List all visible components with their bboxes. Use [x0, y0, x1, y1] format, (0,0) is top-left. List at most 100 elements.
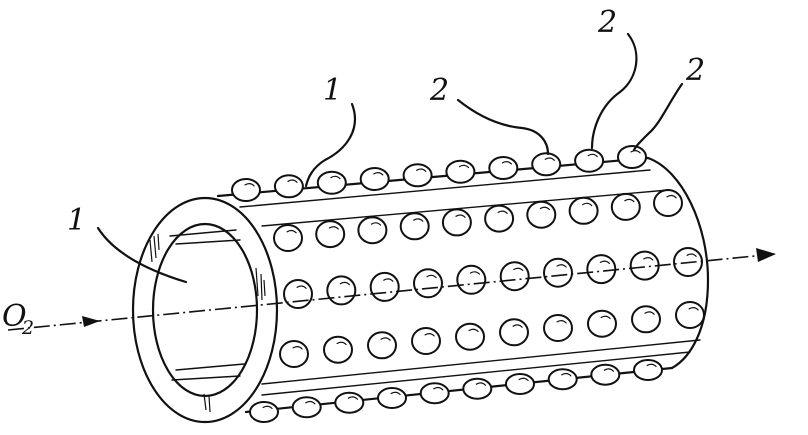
bead: [574, 148, 605, 173]
bead: [456, 264, 487, 295]
bead-highlight: [556, 320, 567, 324]
bead: [631, 305, 661, 334]
ring-hatching: [149, 233, 266, 413]
bead: [462, 377, 493, 400]
label-tube-top: 1: [323, 73, 342, 108]
bead-highlight: [347, 396, 358, 400]
bead: [273, 174, 304, 199]
leader-line-bead-c: [632, 82, 684, 152]
tube-lower-line: [261, 339, 701, 385]
bead: [249, 401, 279, 423]
bead-highlight: [497, 210, 508, 214]
leader-line-bead-a: [456, 98, 550, 156]
bead-highlight: [512, 324, 523, 328]
bead-highlight: [328, 226, 339, 230]
bead: [505, 373, 535, 395]
bead-highlight: [518, 377, 529, 382]
bore-line-bottom-2: [175, 363, 245, 371]
bead-highlight: [630, 150, 641, 154]
bead: [283, 279, 313, 309]
bead: [610, 192, 641, 221]
flow-axis-line: [7, 253, 776, 331]
bead: [326, 275, 357, 306]
label-flow-o: O: [2, 299, 27, 334]
bead: [484, 204, 515, 233]
bead: [586, 254, 617, 285]
bead-highlight: [587, 153, 598, 158]
tube-top-inner-line: [239, 169, 651, 208]
bead: [231, 178, 261, 202]
bore-line-top-2: [175, 239, 241, 245]
bead-highlight: [416, 168, 427, 172]
outflow-arrow-icon: [756, 248, 776, 262]
bead-highlight: [603, 368, 614, 372]
bead: [568, 196, 599, 225]
bead: [499, 261, 530, 292]
bead-highlight: [433, 386, 444, 391]
bead: [653, 189, 683, 217]
bead: [334, 391, 365, 414]
bead-highlight: [666, 194, 677, 199]
bead: [488, 156, 519, 180]
bead-highlight: [413, 218, 424, 222]
bead: [675, 301, 705, 329]
bead-highlight: [458, 164, 470, 169]
bead: [543, 314, 573, 342]
bead-highlight: [561, 372, 572, 377]
bead: [316, 170, 347, 195]
leader-lines: [96, 32, 684, 284]
bead: [291, 396, 322, 419]
bead-highlight: [373, 172, 384, 176]
bead: [369, 271, 400, 302]
bore-line-bottom: [171, 375, 241, 381]
bead: [377, 387, 407, 409]
bead-highlight: [287, 179, 298, 183]
bead: [273, 224, 303, 252]
bead-highlight: [336, 341, 347, 346]
bead-highlight: [296, 285, 307, 289]
bead: [441, 208, 472, 237]
bead-highlight: [286, 229, 297, 234]
ring-inner: [151, 222, 259, 398]
bead: [413, 268, 443, 299]
bead-highlight: [582, 202, 593, 207]
bead: [547, 368, 578, 391]
ring-outer: [131, 196, 279, 424]
bead: [590, 363, 621, 386]
bead: [526, 200, 557, 229]
bead: [323, 335, 353, 364]
label-bead-a: 2: [429, 73, 449, 108]
bead-highlight: [244, 183, 255, 187]
bead-highlight: [644, 311, 655, 315]
bead-highlight: [686, 253, 697, 257]
bead: [279, 340, 309, 368]
bead: [629, 250, 660, 281]
tube-front-ring: [131, 196, 279, 424]
label-bead-c: 2: [685, 53, 705, 88]
bead-highlight: [339, 281, 350, 286]
bead: [543, 257, 573, 288]
bead-highlight: [599, 260, 610, 264]
leader-line-bead-b: [590, 32, 638, 150]
bead: [402, 163, 433, 188]
bore-line-top: [169, 229, 237, 237]
bead-highlight: [426, 274, 437, 279]
bead-highlight: [292, 346, 303, 350]
bead-highlight: [475, 382, 486, 386]
bead: [399, 212, 430, 241]
bead-highlight: [305, 400, 316, 405]
bead: [499, 318, 529, 347]
bead-highlight: [468, 328, 479, 333]
labels: 1 1 2 2 2 O 2: [2, 5, 705, 339]
bead: [445, 159, 476, 184]
bead-highlight: [544, 157, 555, 161]
bead-highlight: [556, 264, 567, 268]
bead-highlight: [380, 337, 391, 341]
flow-axis: [7, 248, 776, 331]
bead-highlight: [383, 278, 394, 282]
bead: [315, 220, 346, 249]
bead-highlight: [539, 206, 550, 211]
bead-highlight: [600, 315, 611, 320]
bead: [419, 382, 450, 405]
